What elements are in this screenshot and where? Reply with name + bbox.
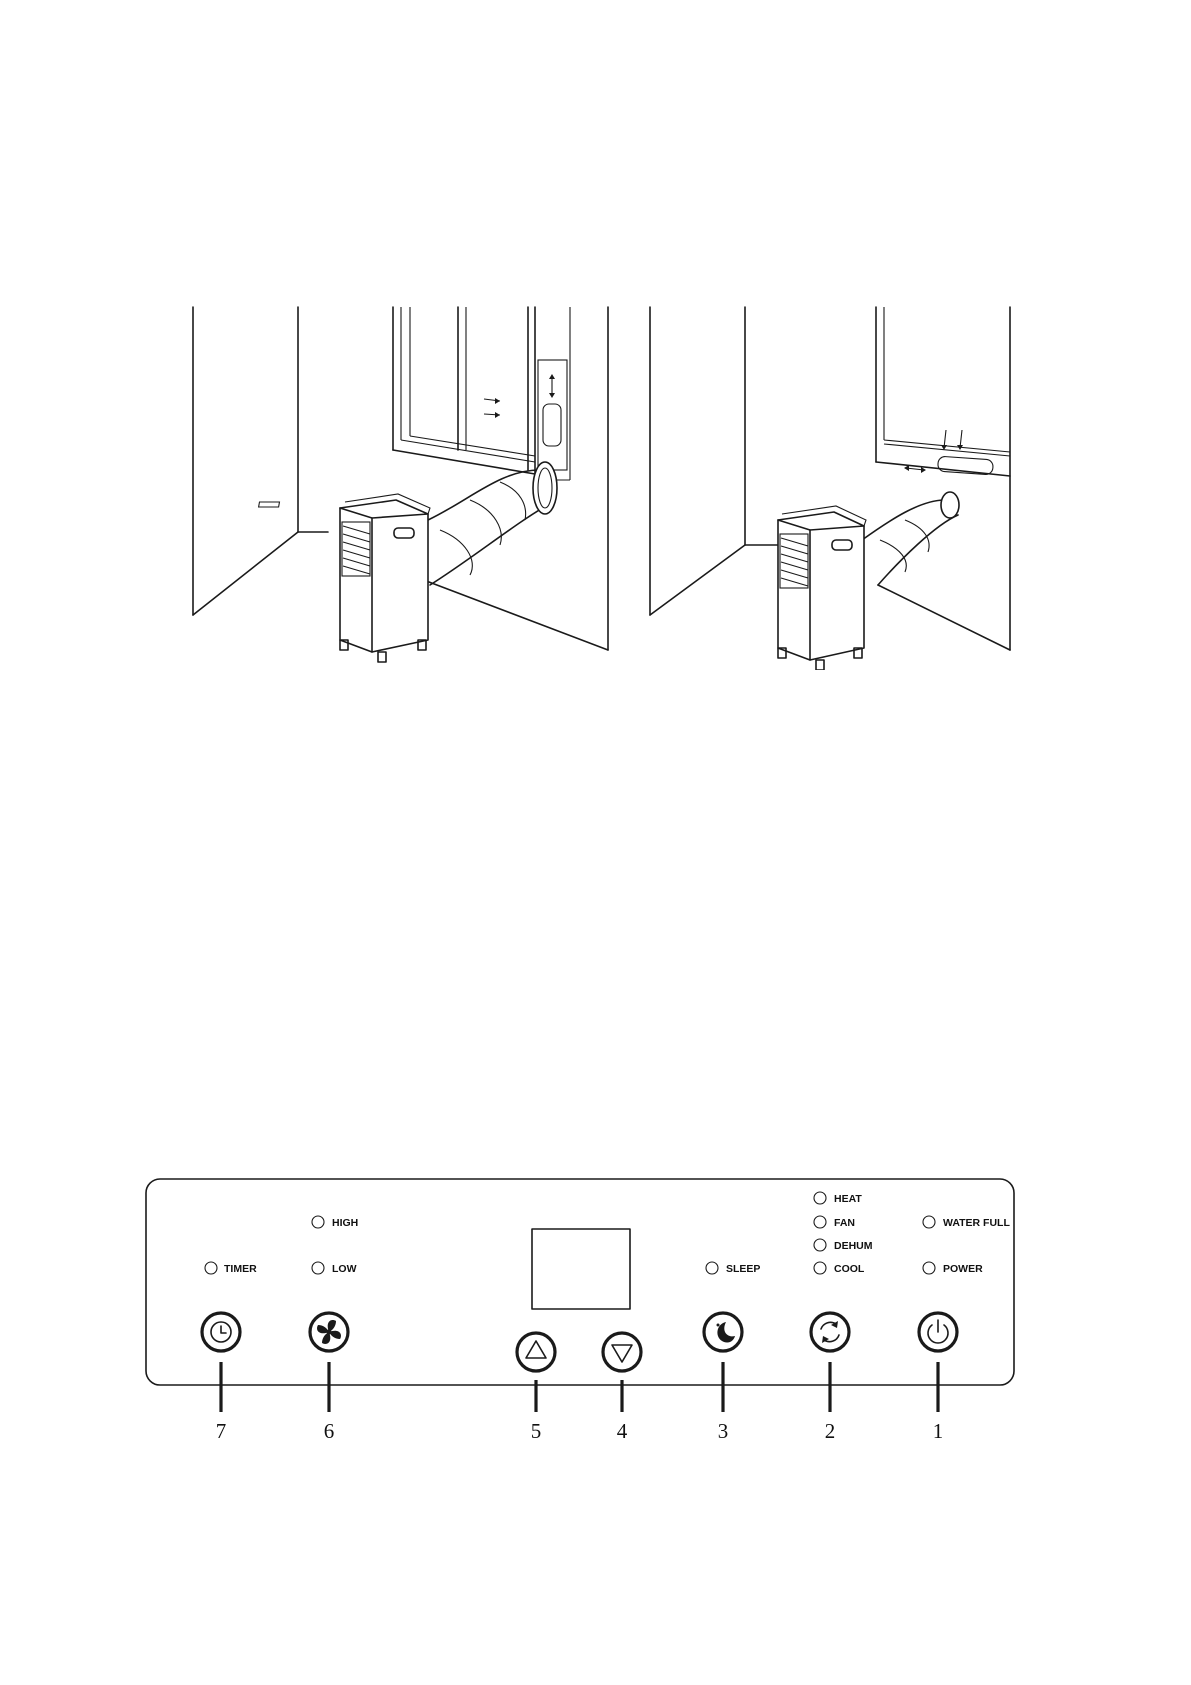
- control-panel-diagram: TIMER HIGH LOW SLEEP HEAT FAN DEHUM COOL…: [130, 1165, 1030, 1465]
- callout-number: 4: [617, 1419, 628, 1443]
- down-button[interactable]: [603, 1333, 641, 1371]
- heat-label: HEAT: [834, 1193, 862, 1205]
- dehum-led: [814, 1239, 826, 1251]
- control-panel-outline: [146, 1179, 1014, 1385]
- mode-button[interactable]: [811, 1313, 849, 1351]
- timer-button[interactable]: [202, 1313, 240, 1351]
- portable-ac-unit: [778, 506, 866, 670]
- hung-window: [876, 307, 1010, 476]
- timer-label: TIMER: [224, 1263, 257, 1275]
- cool-led: [814, 1262, 826, 1274]
- low-label: LOW: [332, 1263, 357, 1275]
- low-led: [312, 1262, 324, 1274]
- high-led: [312, 1216, 324, 1228]
- water-full-label: WATER FULL: [943, 1217, 1010, 1229]
- display-window: [532, 1229, 630, 1309]
- callout-number: 2: [825, 1419, 836, 1443]
- cool-label: COOL: [834, 1263, 865, 1275]
- callout-number: 6: [324, 1419, 335, 1443]
- portable-ac-unit: [259, 494, 430, 662]
- dehum-label: DEHUM: [834, 1240, 873, 1252]
- power-button[interactable]: [919, 1313, 957, 1351]
- exhaust-hose: [862, 492, 959, 585]
- fan-led: [814, 1216, 826, 1228]
- hung-window-installation-illustration: [645, 300, 1025, 670]
- heat-led: [814, 1192, 826, 1204]
- sliding-window-installation-illustration: [190, 300, 620, 670]
- sleep-button[interactable]: [704, 1313, 742, 1351]
- high-label: HIGH: [332, 1217, 358, 1229]
- fan-speed-button[interactable]: [310, 1313, 348, 1351]
- sleep-label: SLEEP: [726, 1263, 760, 1275]
- fan-label: FAN: [834, 1217, 855, 1229]
- exhaust-hose: [428, 462, 557, 585]
- power-label: POWER: [943, 1263, 983, 1275]
- water-full-led: [923, 1216, 935, 1228]
- callout-number: 7: [216, 1419, 227, 1443]
- up-button[interactable]: [517, 1333, 555, 1371]
- power-led: [923, 1262, 935, 1274]
- callout-number: 1: [933, 1419, 944, 1443]
- sleep-led: [706, 1262, 718, 1274]
- callout-number: 3: [718, 1419, 729, 1443]
- timer-led: [205, 1262, 217, 1274]
- callout-number: 5: [531, 1419, 542, 1443]
